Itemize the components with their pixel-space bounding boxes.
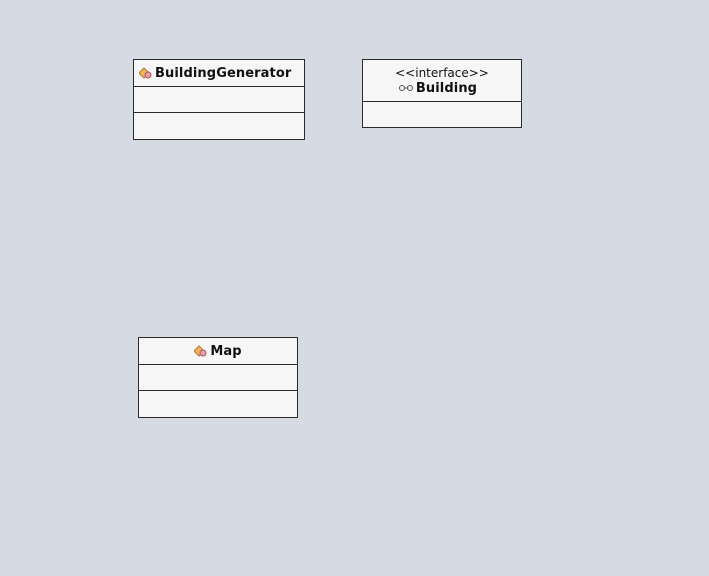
attributes-compartment [134,87,304,113]
interface-title-row: Building [398,80,478,96]
attributes-compartment [139,365,297,391]
class-header: BuildingGenerator [134,60,304,87]
class-icon [193,345,207,357]
interface-name: Building [415,80,478,96]
class-icon [138,67,152,79]
class-title-row: BuildingGenerator [138,65,304,81]
operations-compartment [139,391,297,417]
class-box-map[interactable]: Map [138,337,298,418]
interface-box-building[interactable]: <<interface>> Building [362,59,522,128]
stereotype-label: <<interface>> [395,65,489,80]
interface-header: <<interface>> Building [363,60,521,102]
operations-compartment [134,113,304,139]
class-name: BuildingGenerator [155,65,292,81]
class-header: Map [139,338,297,365]
class-name: Map [210,343,242,359]
class-title-row: Map [193,343,242,359]
interface-icon [398,84,413,92]
class-box-buildinggenerator[interactable]: BuildingGenerator [133,59,305,140]
operations-compartment [363,102,521,127]
